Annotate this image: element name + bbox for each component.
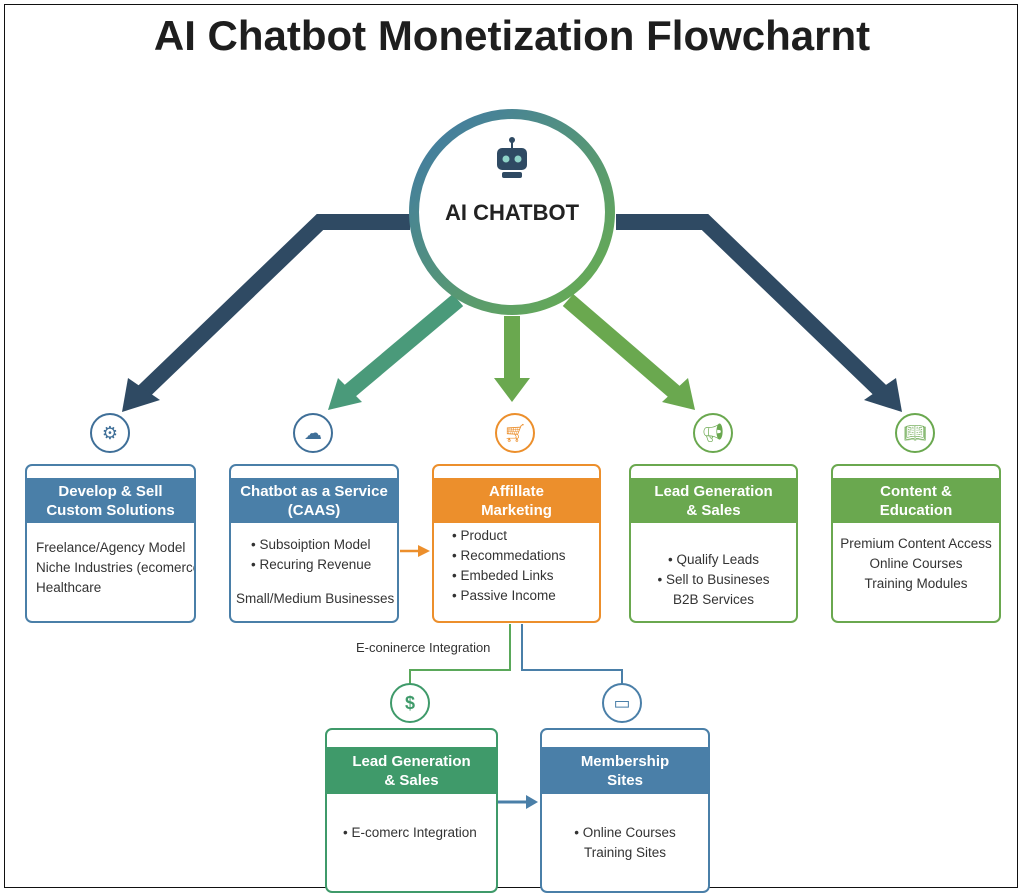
box-line: • Recuring Revenue <box>251 557 372 572</box>
connector-blue <box>521 624 623 685</box>
page-title: AI Chatbot Monetization Flowcharnt <box>153 12 871 59</box>
hub-label: AI CHATBOT <box>444 200 580 225</box>
box-lead-generation: Lead Generation & Sales • Qualify Leads … <box>629 464 798 623</box>
arrow-to-content <box>616 214 902 412</box>
hub-circle <box>409 109 615 315</box>
arrow-to-develop <box>122 214 410 412</box>
arrow-to-caas <box>328 293 464 410</box>
cloud-upload-icon: ☁ <box>293 413 333 453</box>
box-caas: Chatbot as a Service (CAAS) • Subsoiptio… <box>229 464 399 623</box>
box-line: • E-comerc Integration <box>343 825 477 840</box>
box-title: Lead Generation & Sales <box>631 478 796 523</box>
box-title: Lead Generation & Sales <box>327 747 496 794</box>
box-line: Healthcare <box>36 580 102 595</box>
frame-border <box>4 4 1018 888</box>
box-title: Content & Education <box>833 478 999 523</box>
arrow-lead-to-membership <box>498 795 538 809</box>
robot-icon <box>497 137 527 178</box>
arrow-to-lead-gen <box>562 293 695 410</box>
arrow-caas-to-affiliate <box>400 545 430 557</box>
box-line: • Sell to Busineses <box>657 572 770 587</box>
box-line: Premium Content Access <box>840 536 992 551</box>
box-line: • Subsoiption Model <box>251 537 371 552</box>
arrow-to-affiliate <box>494 316 530 402</box>
box-sub-lead-generation: Lead Generation & Sales • E-comerc Integ… <box>325 728 498 893</box>
gear-icon: ⚙ <box>90 413 130 453</box>
box-title: Affillate Marketing <box>434 478 599 523</box>
box-line: Small/Medium Businesses <box>236 591 395 606</box>
box-line: B2B Services <box>672 592 755 607</box>
box-line: • Product <box>452 528 508 543</box>
box-title: Chatbot as a Service (CAAS) <box>231 478 397 523</box>
box-membership-sites: Membership Sites • Online Courses Traini… <box>540 728 710 893</box>
box-line: • Embeded Links <box>452 568 554 583</box>
box-line: • Online Courses <box>574 825 676 840</box>
shopping-cart-icon: 🛒︎ <box>495 413 535 453</box>
browser-window-icon: ▭ <box>602 683 642 723</box>
box-line: Training Sites <box>583 845 667 860</box>
book-icon: 📖︎ <box>895 413 935 453</box>
connector-label: E-coninerce Integration <box>356 640 491 655</box>
box-title: Develop & Sell Custom Solutions <box>27 478 194 523</box>
box-line: • Passive Income <box>452 588 556 603</box>
box-content-education: Content & Education Premium Content Acce… <box>831 464 1001 623</box>
box-line: Freelance/Agency Model <box>36 540 186 555</box>
dollar-icon: $ <box>390 683 430 723</box>
box-line: Niche Industries (ecomerce, <box>36 560 196 575</box>
box-line: Training Modules <box>864 576 968 591</box>
connector-green <box>409 624 511 685</box>
box-title: Membership Sites <box>542 747 708 794</box>
box-line: Online Courses <box>869 556 963 571</box>
box-line: • Qualify Leads <box>667 552 760 567</box>
megaphone-icon: 📢︎ <box>693 413 733 453</box>
box-line: • Recommedations <box>452 548 566 563</box>
box-develop-sell: Develop & Sell Custom Solutions Freelanc… <box>25 464 196 623</box>
box-affiliate: Affillate Marketing • Product • Recommed… <box>432 464 601 623</box>
